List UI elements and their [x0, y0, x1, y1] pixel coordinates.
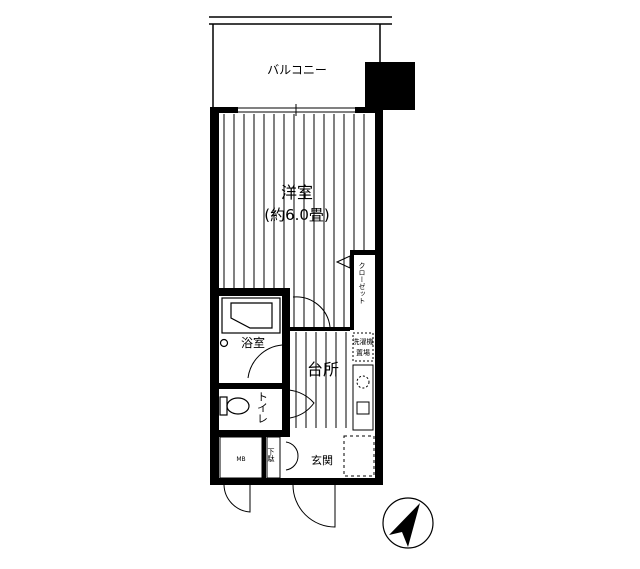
laundry-label-2: 置場 — [356, 348, 370, 357]
entrance-label: 玄関 — [311, 453, 333, 467]
walls — [210, 107, 383, 485]
balcony — [209, 16, 392, 107]
bathroom-label: 浴室 — [241, 335, 265, 350]
western-room-label: 洋室 — [281, 183, 313, 202]
room-door[interactable] — [292, 296, 331, 328]
balcony-label: バルコニー — [267, 63, 327, 77]
laundry-area — [352, 332, 374, 362]
window — [238, 104, 355, 116]
meter-box-label: MB — [236, 456, 245, 463]
entrance-door[interactable] — [292, 484, 336, 528]
bathroom-door[interactable] — [247, 344, 283, 379]
stove-icon — [356, 401, 370, 415]
toilet-fixture — [219, 396, 250, 416]
toilet-door[interactable] — [281, 389, 315, 419]
meter-box — [219, 436, 263, 479]
kitchen-flooring — [295, 332, 347, 428]
shoe-box-door[interactable] — [285, 441, 299, 471]
sink-icon — [356, 375, 370, 389]
closet-door — [335, 255, 351, 269]
kitchen-label: 台所 — [307, 360, 339, 379]
western-room-flooring — [223, 114, 365, 327]
closet-label: クローゼット — [358, 262, 366, 304]
kitchen-counter — [352, 364, 374, 431]
western-room-size: (約6.0畳) — [264, 206, 330, 224]
laundry-label: 洗濯機 — [353, 337, 374, 346]
toilet-label: トイレ — [256, 391, 269, 424]
shoe-box-label: 下駄 — [267, 448, 275, 463]
entrance-mat — [343, 435, 375, 477]
meter-box-door[interactable] — [223, 484, 251, 513]
pillar — [365, 62, 415, 110]
north-arrow-icon — [382, 497, 434, 549]
shoe-box — [266, 436, 281, 479]
bathtub — [219, 297, 281, 348]
